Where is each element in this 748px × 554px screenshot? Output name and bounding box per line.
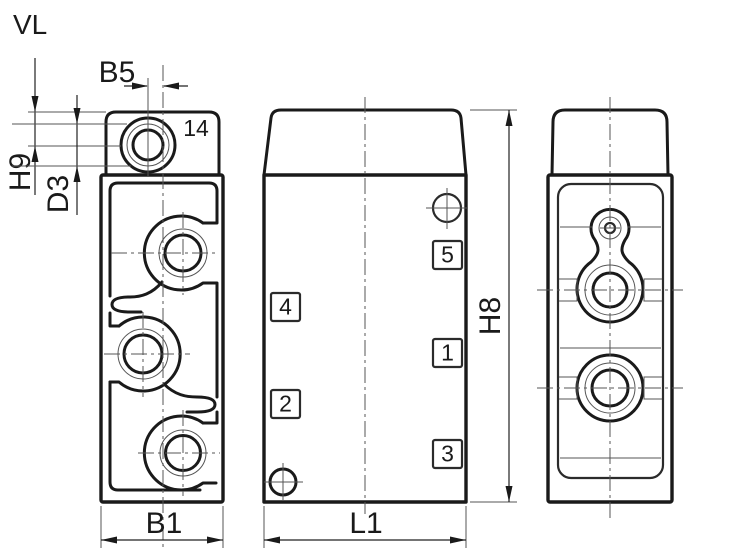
port-4-box: 4 (269, 291, 302, 323)
end-view-centerlines (537, 97, 683, 520)
port-1-label: 1 (441, 340, 454, 366)
figure8-boss-outline (575, 207, 645, 324)
dimension-d3: D3 (12, 95, 131, 215)
port-2-box: 2 (269, 388, 302, 420)
dim-h8-label: H8 (474, 297, 507, 335)
port-3-box: 3 (431, 438, 464, 470)
port-2-label: 2 (279, 391, 292, 417)
dim-l1-label: L1 (349, 507, 382, 540)
side-view: 4 5 1 2 3 L1 (262, 97, 517, 548)
drawing-title: VL (13, 9, 47, 40)
port-1-box: 1 (431, 337, 464, 369)
dimension-l1: L1 (263, 506, 467, 548)
valve-body-outline (99, 173, 225, 504)
dim-h9-label: H9 (4, 153, 37, 191)
port-markers: 4 5 1 2 3 (269, 239, 464, 470)
top-right-hole (426, 188, 468, 229)
face-detail-lines (559, 226, 662, 459)
end-view (537, 97, 683, 520)
port-3-label: 3 (441, 441, 454, 467)
port-5-label: 5 (441, 242, 454, 268)
dim-b1-label: B1 (146, 507, 183, 540)
dimension-h9: H9 (4, 58, 121, 195)
dim-b5-label: B5 (99, 56, 136, 89)
dimension-h8: H8 (470, 109, 517, 503)
bottom-left-hole (264, 463, 303, 501)
dim-d3-label: D3 (42, 175, 75, 213)
solenoid-cap-outline (262, 108, 468, 177)
hole-14-label: 14 (183, 115, 209, 141)
dimension-b1: B1 (100, 506, 224, 548)
dimension-b5: B5 (99, 56, 188, 90)
front-view-centerlines (104, 65, 220, 549)
front-view: 14 B5 (4, 56, 225, 549)
port-4-label: 4 (279, 294, 292, 320)
inner-channel-contour (108, 181, 219, 492)
port-5-box: 5 (431, 239, 464, 271)
